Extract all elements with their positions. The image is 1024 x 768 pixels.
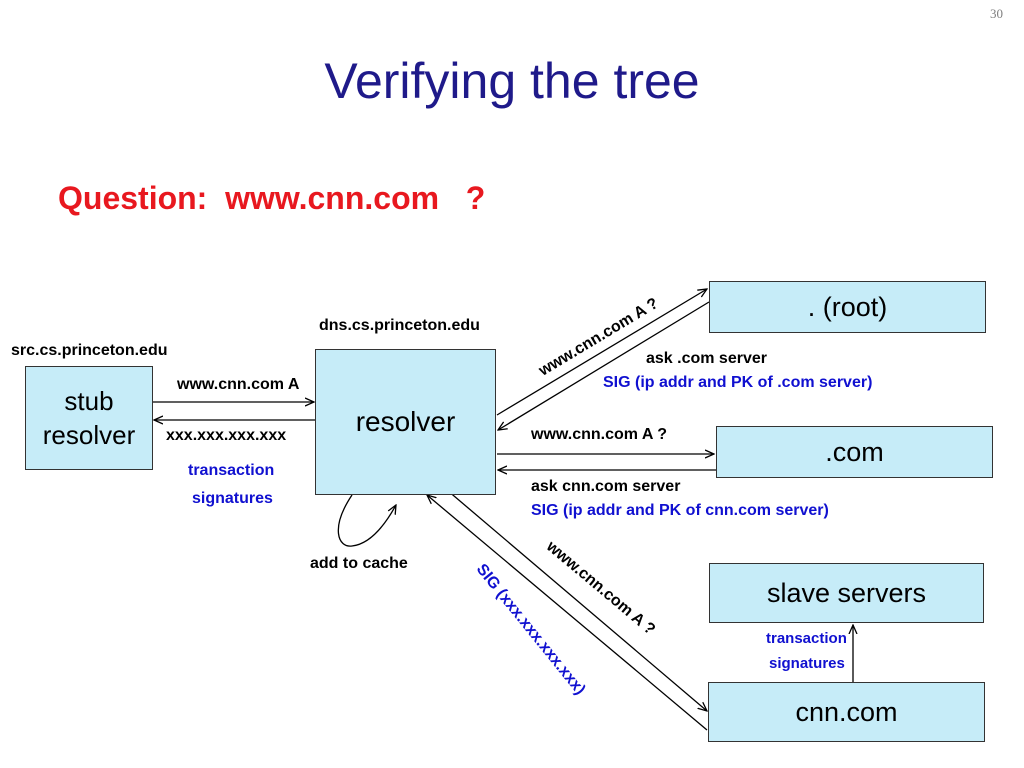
arrow-resolver-to-root [496, 289, 707, 416]
stub-query-label: www.cnn.com A [177, 376, 300, 393]
resolver-box: resolver [315, 349, 496, 495]
stub-box-line2: resolver [42, 420, 136, 450]
slide-number: 30 [990, 6, 1003, 21]
slave-box-label: slave servers [766, 577, 927, 608]
root-reply-label: ask .com server [646, 350, 767, 367]
question-text: Question: www.cnn.com ? [58, 180, 486, 216]
root-sig-label: SIG (ip addr and PK of .com server) [603, 374, 873, 391]
arrow-root-to-resolver [498, 301, 710, 430]
root-box-label: . (root) [807, 292, 888, 322]
com-reply-label: ask cnn.com server [531, 478, 681, 495]
slave-tsig-label-line2: signatures [769, 655, 845, 672]
slave-tsig-label-line1: transaction [766, 630, 847, 647]
root-server-box: . (root) [709, 281, 986, 333]
stub-host-label: src.cs.princeton.edu [11, 342, 168, 359]
cache-label: add to cache [310, 555, 408, 572]
stub-resolver-box: stub resolver [25, 366, 153, 470]
cnn-box-label: cnn.com [795, 696, 898, 727]
stub-answer-label: xxx.xxx.xxx.xxx [166, 427, 287, 444]
com-server-box: .com [716, 426, 993, 478]
resolver-host-label: dns.cs.princeton.edu [319, 317, 480, 334]
com-sig-label: SIG (ip addr and PK of cnn.com server) [531, 502, 829, 519]
resolver-box-label: resolver [355, 406, 456, 437]
slide-title: Verifying the tree [324, 53, 700, 109]
stub-box-line1: stub [64, 386, 114, 416]
slave-servers-box: slave servers [709, 563, 984, 623]
stub-tsig-label-line2: signatures [192, 490, 273, 507]
cnn-server-box: cnn.com [708, 682, 985, 742]
stub-tsig-label-line1: transaction [188, 462, 275, 479]
arrow-cache-loop [337, 494, 396, 547]
arrow-resolver-to-cnn [446, 489, 707, 711]
com-box-label: .com [825, 437, 884, 467]
arrow-cnn-to-resolver [427, 495, 708, 731]
com-query-label: www.cnn.com A ? [531, 426, 668, 443]
